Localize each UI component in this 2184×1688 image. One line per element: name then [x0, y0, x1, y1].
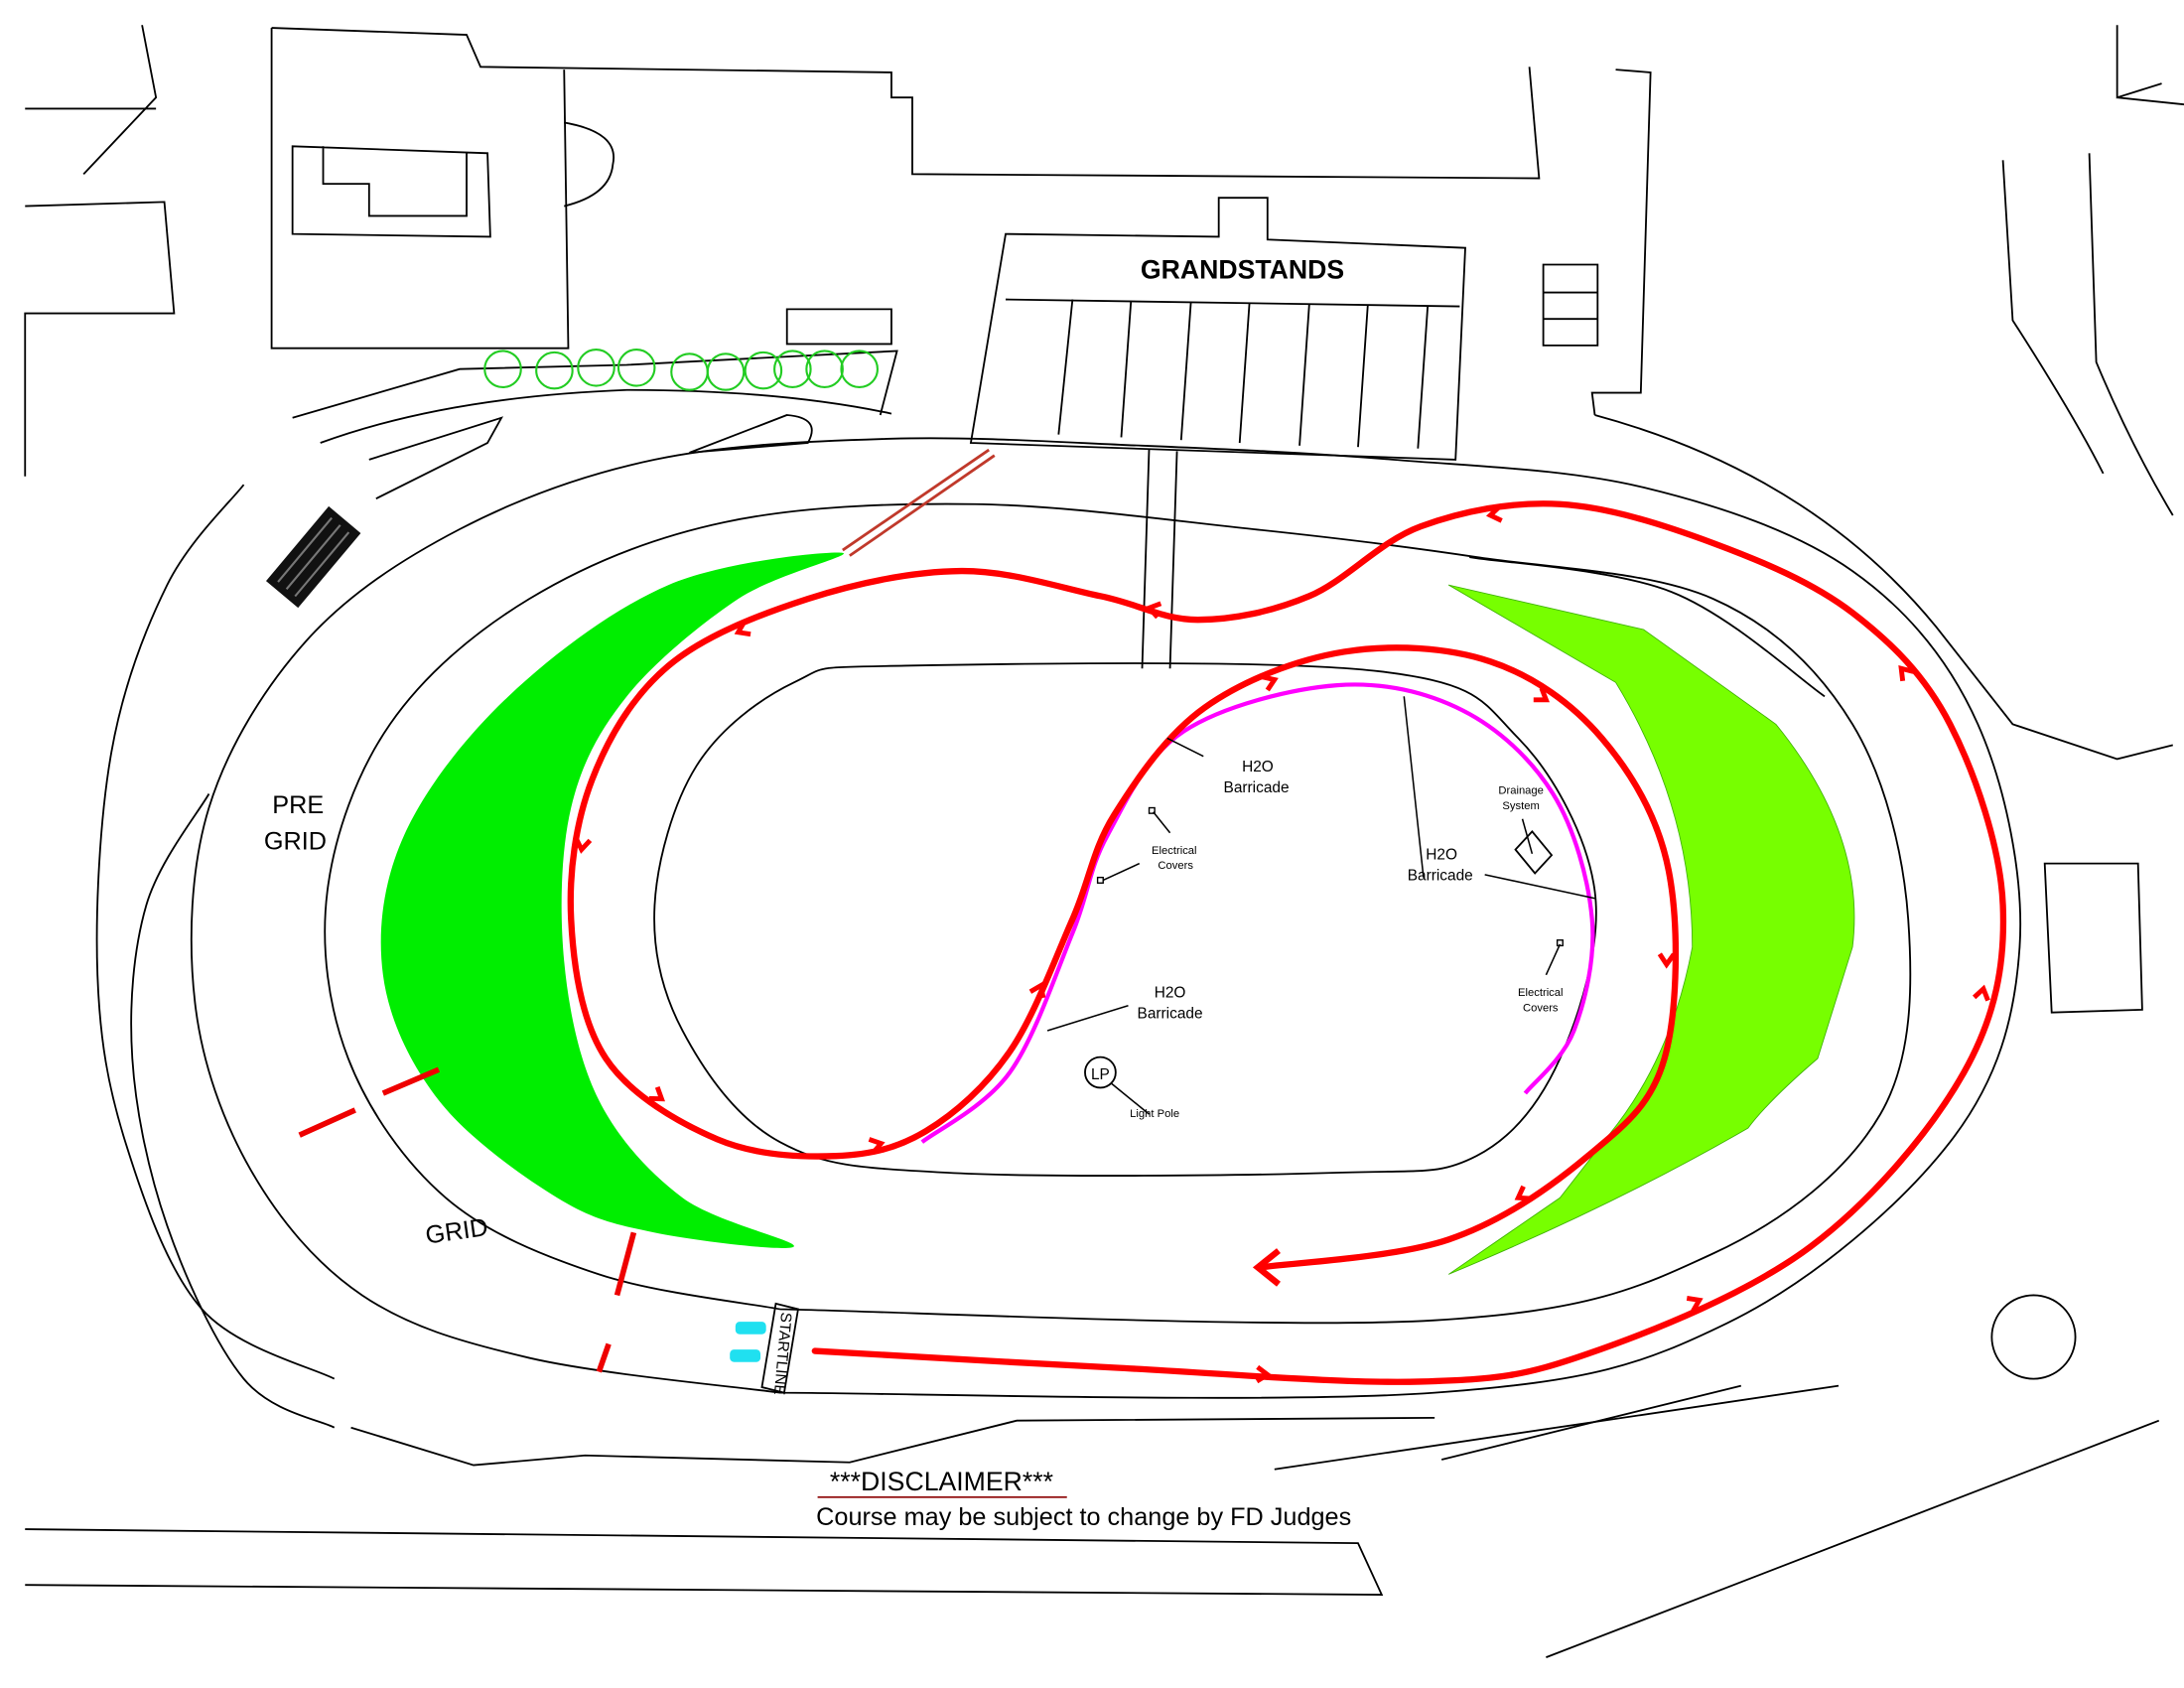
light-pole-icon [1084, 1055, 1117, 1089]
h2o-barricade-label: H2O [1426, 846, 1457, 863]
arrow-icon [1533, 687, 1550, 703]
course-direction-arrows [574, 504, 1990, 1384]
arrow-icon [1255, 1364, 1273, 1384]
disclaimer: ***DISCLAIMER*** Course may be subject t… [816, 1467, 1351, 1531]
tree-icon [805, 350, 844, 388]
tree-row [483, 349, 879, 391]
tree-icon [706, 352, 746, 391]
electrical-covers-label: Electrical [1152, 845, 1197, 857]
pregrid-road [95, 484, 336, 1380]
drainage-label: System [1502, 800, 1539, 812]
arrow-icon [1261, 674, 1279, 692]
h2o-barricade-label: Barricade [1138, 1005, 1203, 1022]
arrow-icon [648, 1085, 665, 1102]
h2o-barricade-line [920, 682, 1595, 1144]
car-icon [730, 1349, 761, 1362]
drainage-label: Drainage [1498, 785, 1544, 797]
arrow-icon [1972, 984, 1990, 1002]
walkway-bridge [842, 448, 996, 557]
arrow-icon [1657, 952, 1677, 969]
car-icon [735, 1322, 766, 1335]
electrical-cover-icon [1148, 806, 1156, 814]
map-labels: GRANDSTANDS PRE GRID GRID H2O Barricade … [264, 255, 1564, 1250]
light-pole-marker-label: LP [1091, 1066, 1110, 1083]
track-inner-boundary [1469, 556, 1826, 698]
grandstands-label: GRANDSTANDS [1141, 255, 1344, 285]
electrical-cover-icon [1096, 876, 1104, 884]
disclaimer-title: ***DISCLAIMER*** [830, 1467, 1053, 1496]
callout-lines [1046, 696, 1595, 1115]
tree-icon [840, 350, 879, 388]
track-middle-boundary [324, 502, 1912, 1325]
drainage-icon [1514, 829, 1554, 875]
h2o-barricade-label: H2O [1155, 984, 1186, 1001]
arrow-icon [1898, 664, 1915, 682]
tree-icon [483, 350, 522, 388]
arrow-icon [1485, 504, 1503, 523]
grid-label: GRID [424, 1213, 489, 1250]
grass-area-left [380, 552, 844, 1248]
arrow-icon [868, 1137, 886, 1155]
site-outlines [24, 25, 2184, 1658]
bleacher-icon [266, 505, 361, 609]
arrow-icon [1145, 601, 1162, 620]
h2o-barricade-label: Barricade [1408, 867, 1473, 884]
arrow-icon [1514, 1185, 1532, 1201]
electrical-covers-label: Covers [1523, 1002, 1559, 1014]
track-outer-boundary [190, 437, 2022, 1399]
grid-markers [298, 1066, 637, 1373]
pregrid-label: GRID [264, 828, 327, 856]
tree-icon [577, 349, 615, 387]
arrow-icon [1028, 981, 1046, 999]
grass-area-right [1447, 584, 1855, 1275]
course-path [567, 500, 2007, 1385]
arrow-icon [1686, 1296, 1704, 1313]
disclaimer-text: Course may be subject to change by FD Ju… [816, 1503, 1351, 1531]
h2o-barricade-label: H2O [1242, 759, 1274, 775]
arrow-icon [734, 620, 751, 637]
tree-icon [773, 350, 812, 388]
tree-icon [535, 351, 574, 390]
electrical-cover-icon [1556, 939, 1564, 947]
tree-icon [744, 351, 783, 390]
pregrid-road-inner [130, 793, 336, 1429]
electrical-covers-label: Electrical [1518, 987, 1564, 999]
tree-icon [616, 349, 656, 387]
arrow-icon [574, 837, 593, 854]
electrical-covers-label: Covers [1158, 860, 1193, 872]
pregrid-label: PRE [272, 791, 324, 819]
light-pole-label: Light Pole [1130, 1108, 1179, 1120]
finish-arrow-icon [1252, 1248, 1281, 1287]
tree-icon [670, 352, 709, 391]
startline: STARTLINE [730, 1302, 799, 1396]
infield-outline [653, 662, 1597, 1177]
h2o-barricade-label: Barricade [1224, 779, 1290, 796]
startline-label: STARTLINE [770, 1312, 794, 1396]
